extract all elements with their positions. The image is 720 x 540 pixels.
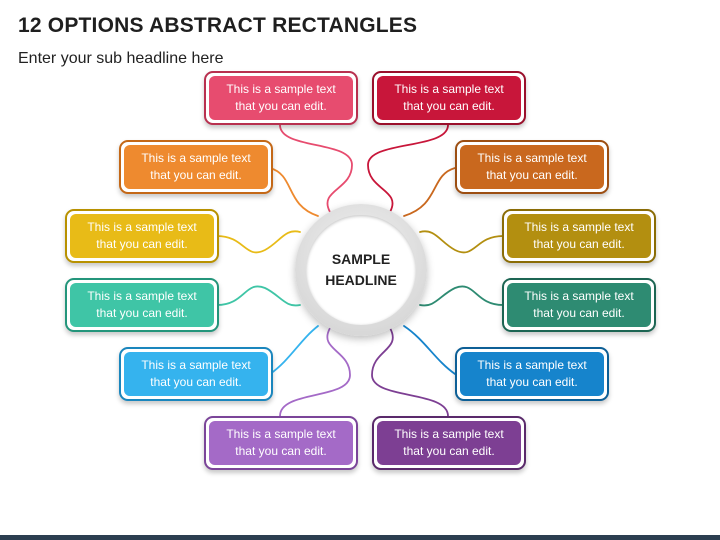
option-text-8: This is a sample text that you can edit. [524, 289, 634, 320]
option-text-10: This is a sample text that you can edit. [477, 358, 587, 389]
connector-10 [403, 325, 456, 375]
option-text-1: This is a sample text that you can edit. [226, 82, 336, 113]
option-box-10[interactable]: This is a sample text that you can edit. [455, 347, 609, 401]
option-box-3[interactable]: This is a sample text that you can edit. [119, 140, 273, 194]
option-box-9[interactable]: This is a sample text that you can edit. [119, 347, 273, 401]
option-text-7: This is a sample text that you can edit. [87, 289, 197, 320]
option-text-9: This is a sample text that you can edit. [141, 358, 251, 389]
option-box-6[interactable]: This is a sample text that you can edit. [502, 209, 656, 263]
connector-4 [403, 167, 456, 217]
option-box-5-fill: This is a sample text that you can edit. [70, 214, 214, 258]
connector-3 [269, 167, 319, 217]
connector-6 [419, 230, 504, 254]
option-box-12[interactable]: This is a sample text that you can edit. [372, 416, 526, 470]
connector-12 [371, 327, 449, 417]
page-subtitle: Enter your sub headline here [18, 50, 224, 67]
option-box-11-fill: This is a sample text that you can edit. [209, 421, 353, 465]
option-text-2: This is a sample text that you can edit. [394, 82, 504, 113]
option-box-2-fill: This is a sample text that you can edit. [377, 76, 521, 120]
central-hub-inner: SAMPLE HEADLINE [306, 215, 416, 325]
option-box-5[interactable]: This is a sample text that you can edit. [65, 209, 219, 263]
option-box-1-fill: This is a sample text that you can edit. [209, 76, 353, 120]
option-text-4: This is a sample text that you can edit. [477, 151, 587, 182]
option-box-8-fill: This is a sample text that you can edit. [507, 283, 651, 327]
central-hub: SAMPLE HEADLINE [295, 204, 427, 336]
option-box-1[interactable]: This is a sample text that you can edit. [204, 71, 358, 125]
option-box-7-fill: This is a sample text that you can edit. [70, 283, 214, 327]
option-box-2[interactable]: This is a sample text that you can edit. [372, 71, 526, 125]
option-text-6: This is a sample text that you can edit. [524, 220, 634, 251]
option-text-5: This is a sample text that you can edit. [87, 220, 197, 251]
connector-7 [216, 285, 301, 307]
connector-9 [269, 325, 319, 375]
footer-bar [0, 535, 720, 540]
option-box-9-fill: This is a sample text that you can edit. [124, 352, 268, 396]
option-box-6-fill: This is a sample text that you can edit. [507, 214, 651, 258]
option-box-8[interactable]: This is a sample text that you can edit. [502, 278, 656, 332]
option-box-12-fill: This is a sample text that you can edit. [377, 421, 521, 465]
connector-8 [419, 285, 504, 307]
option-box-10-fill: This is a sample text that you can edit. [460, 352, 604, 396]
connector-1 [279, 124, 353, 213]
connector-2 [367, 124, 449, 213]
option-text-3: This is a sample text that you can edit. [141, 151, 251, 182]
page-title: 12 OPTIONS ABSTRACT RECTANGLES [18, 14, 418, 37]
option-text-12: This is a sample text that you can edit. [394, 427, 504, 458]
connector-11 [279, 327, 351, 417]
connector-5 [216, 230, 301, 254]
option-box-3-fill: This is a sample text that you can edit. [124, 145, 268, 189]
option-box-11[interactable]: This is a sample text that you can edit. [204, 416, 358, 470]
central-headline: SAMPLE HEADLINE [325, 251, 397, 288]
option-box-4[interactable]: This is a sample text that you can edit. [455, 140, 609, 194]
option-text-11: This is a sample text that you can edit. [226, 427, 336, 458]
option-box-4-fill: This is a sample text that you can edit. [460, 145, 604, 189]
option-box-7[interactable]: This is a sample text that you can edit. [65, 278, 219, 332]
